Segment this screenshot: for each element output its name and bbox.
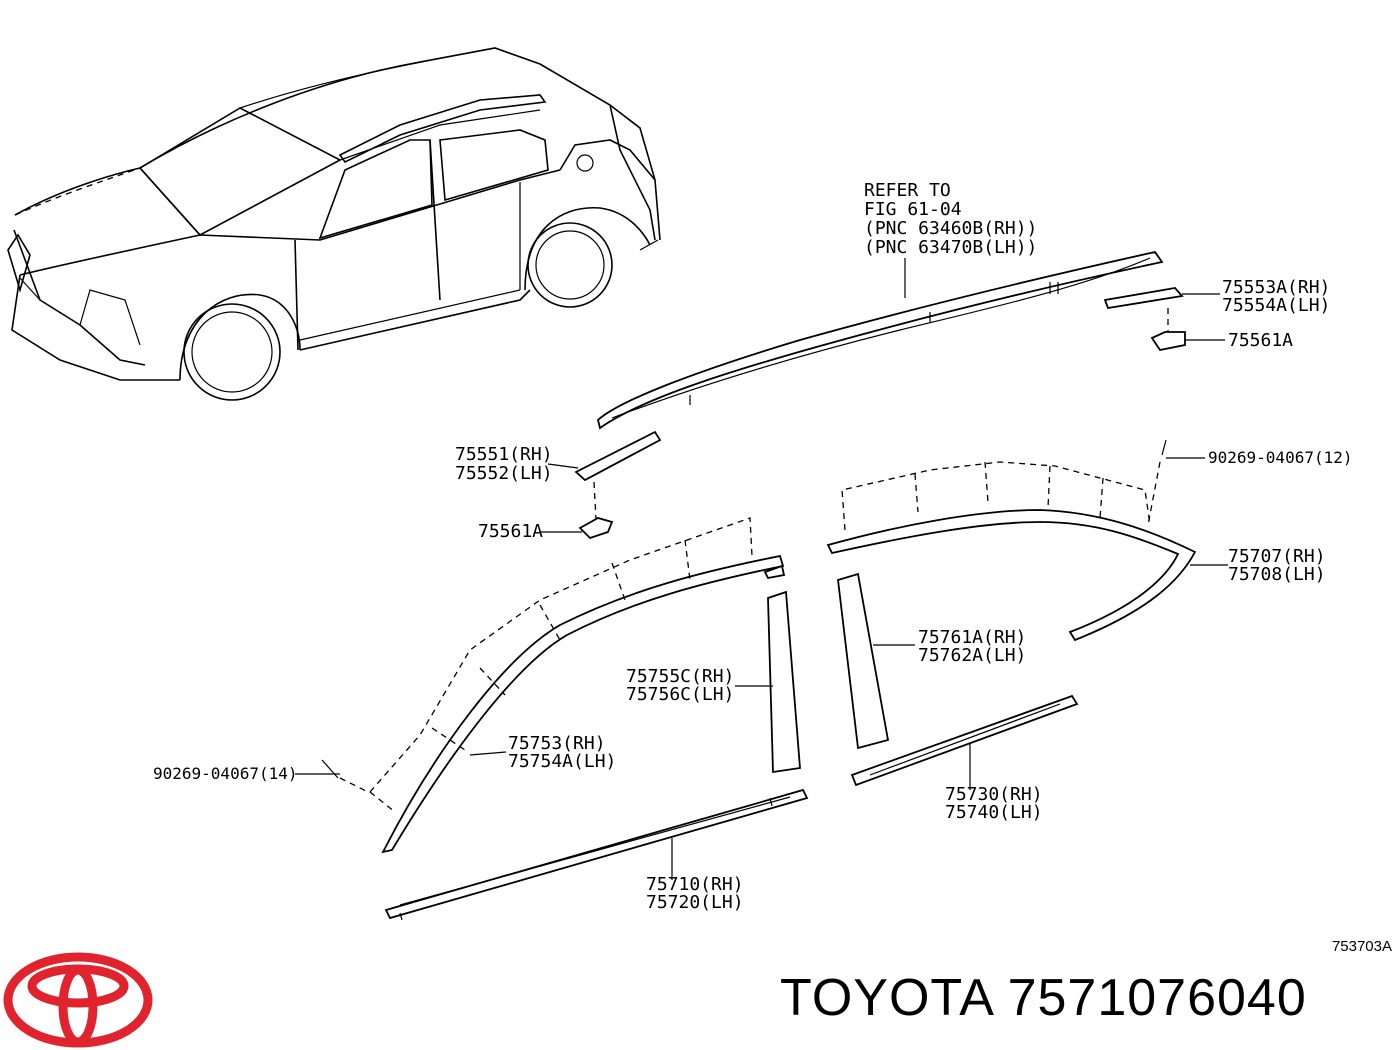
rear-trim-upper xyxy=(1103,287,1225,352)
roof-rail xyxy=(596,250,1164,430)
diagram-id: 753703A xyxy=(1331,938,1392,955)
part-label-75762A: 75762A(LH) xyxy=(918,645,1027,666)
part-label-75551: 75551(RH) xyxy=(455,444,553,465)
refer-note-line-1: REFER TO xyxy=(864,180,951,201)
part-label-75707: 75707(RH) xyxy=(1228,546,1326,567)
part-label-75740: 75740(LH) xyxy=(945,802,1043,823)
part-label-75761A: 75761A(RH) xyxy=(918,627,1027,648)
part-label-75710: 75710(RH) xyxy=(646,874,744,895)
vehicle-outline xyxy=(7,47,661,401)
refer-note-line-2: FIG 61-04 xyxy=(864,199,962,220)
part-number-title: TOYOTA 7571076040 xyxy=(780,969,1307,1027)
part-label-90269-14: 90269-04067(14) xyxy=(153,764,298,783)
front-door-frame xyxy=(295,517,786,854)
part-label-75753: 75753(RH) xyxy=(508,733,606,754)
part-label-75561A-mid: 75561A xyxy=(478,521,544,542)
part-label-75720: 75720(LH) xyxy=(646,892,744,913)
part-label-75554A: 75554A(LH) xyxy=(1222,295,1331,316)
part-label-75754A: 75754A(LH) xyxy=(508,751,617,772)
rear-door-frame xyxy=(826,439,1228,642)
rear-belt-moulding xyxy=(850,694,1079,790)
part-label-75755C: 75755C(RH) xyxy=(626,666,735,687)
part-label-75730: 75730(RH) xyxy=(945,784,1043,805)
part-label-75553A: 75553A(RH) xyxy=(1222,277,1331,298)
part-label-90269-12: 90269-04067(12) xyxy=(1208,448,1353,467)
front-trim-clip xyxy=(540,430,662,540)
refer-note-line-3: (PNC 63460B(RH)) xyxy=(864,218,1038,239)
part-label-75756C: 75756C(LH) xyxy=(626,684,735,705)
refer-note-line-4: (PNC 63470B(LH)) xyxy=(864,237,1038,258)
part-label-75708: 75708(LH) xyxy=(1228,564,1326,585)
part-label-75552: 75552(LH) xyxy=(455,463,553,484)
part-label-75561A-top: 75561A xyxy=(1228,330,1294,351)
center-pillar-garnish-front xyxy=(735,590,801,774)
center-pillar-garnish-rear xyxy=(837,572,915,750)
toyota-logo-icon xyxy=(3,952,153,1048)
front-belt-moulding xyxy=(384,788,809,921)
